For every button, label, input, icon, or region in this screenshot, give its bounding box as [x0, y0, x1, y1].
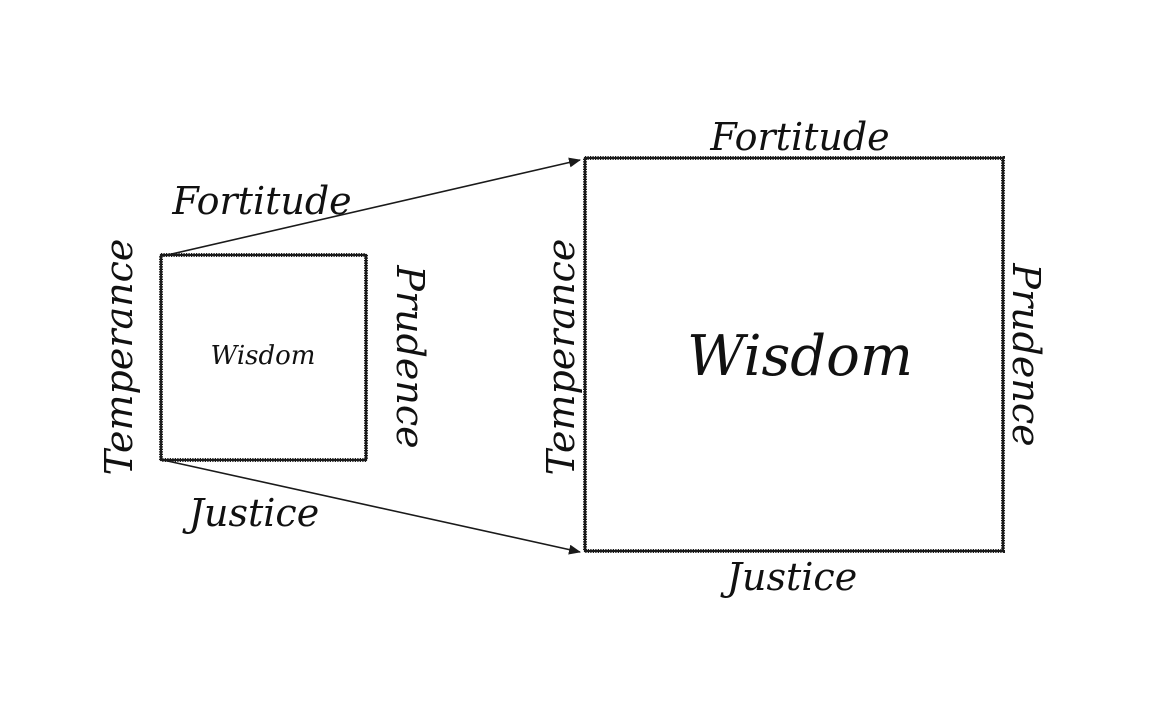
top-arrow: [162, 157, 581, 257]
small-wisdom-label: Wisdom: [211, 341, 316, 371]
large-square-group: Fortitude Temperance Prudence Justice Wi…: [539, 115, 1048, 599]
large-fortitude-label: Fortitude: [709, 115, 889, 159]
large-wisdom-label: Wisdom: [687, 324, 913, 389]
small-temperance-label: Temperance: [97, 239, 141, 476]
small-square-group: Fortitude Temperance Prudence Justice Wi…: [97, 179, 432, 535]
small-justice-label: Justice: [182, 491, 319, 535]
large-square-rough-edge: [583, 156, 1005, 553]
small-prudence-label: Prudence: [388, 264, 432, 448]
small-fortitude-label: Fortitude: [171, 179, 351, 223]
large-prudence-label: Prudence: [1004, 262, 1048, 446]
small-square-rough-edge: [159, 253, 368, 462]
large-temperance-label: Temperance: [539, 239, 583, 476]
large-justice-label: Justice: [720, 555, 857, 599]
bottom-arrow: [162, 459, 581, 555]
